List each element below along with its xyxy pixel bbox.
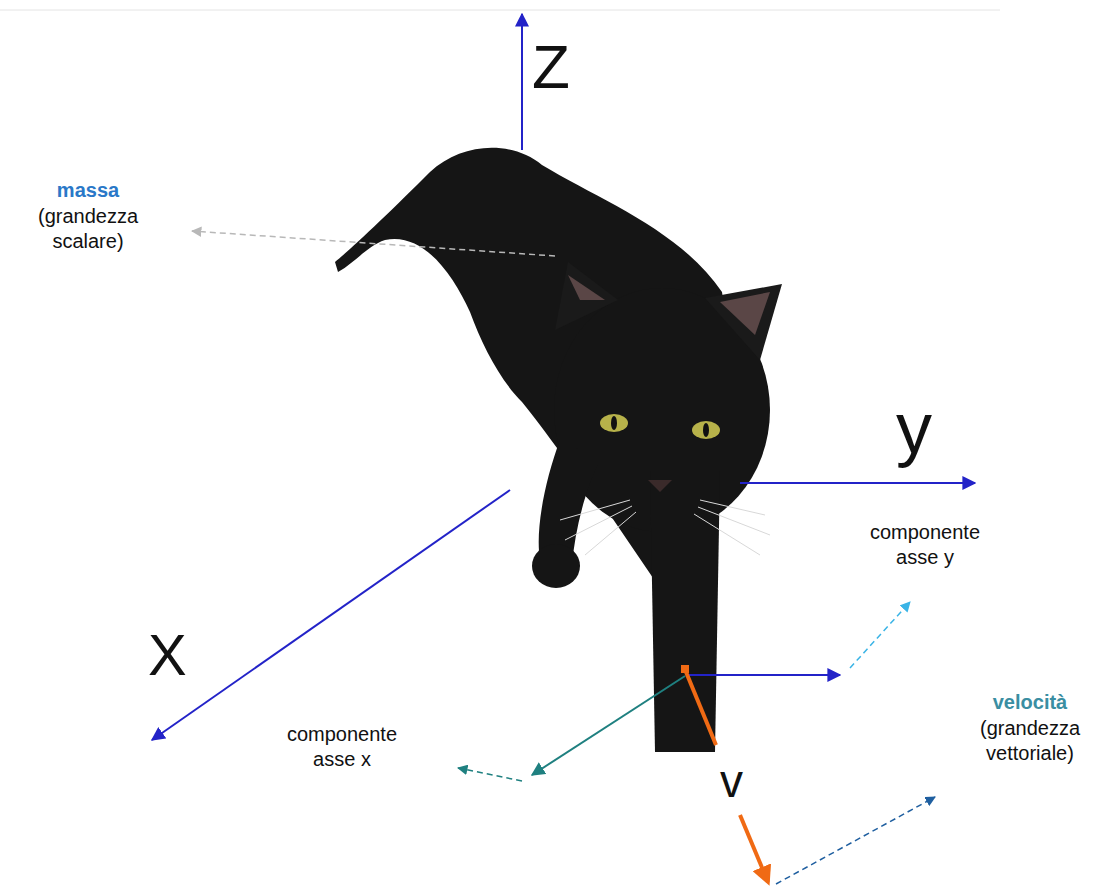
quantity-title: velocità [960, 690, 1100, 715]
velocity-arrow [740, 815, 768, 882]
velocity-vector [686, 672, 716, 745]
quantity-note: (grandezza scalare) [8, 204, 168, 254]
mass-leader [192, 231, 555, 256]
y-component-arrow [687, 674, 840, 676]
velocity-leader [776, 797, 935, 884]
axis-letter: y [896, 392, 932, 464]
y-component-leader [850, 602, 910, 668]
component-label: componente asse y [850, 520, 1000, 570]
component-label: componente asse x [267, 722, 417, 772]
top-rule [0, 10, 1000, 11]
cat-figure [335, 148, 782, 752]
vector-letter: v [720, 758, 743, 804]
quantity-title: massa [8, 178, 168, 203]
z-axis [521, 14, 523, 150]
x-axis [152, 490, 510, 740]
x-component-arrow [532, 676, 685, 775]
axis-letter: Z [532, 36, 570, 98]
x-component-leader [458, 768, 522, 781]
y-axis [740, 482, 975, 484]
quantity-note: (grandezza vettoriale) [960, 716, 1100, 766]
axis-letter: X [148, 626, 187, 684]
